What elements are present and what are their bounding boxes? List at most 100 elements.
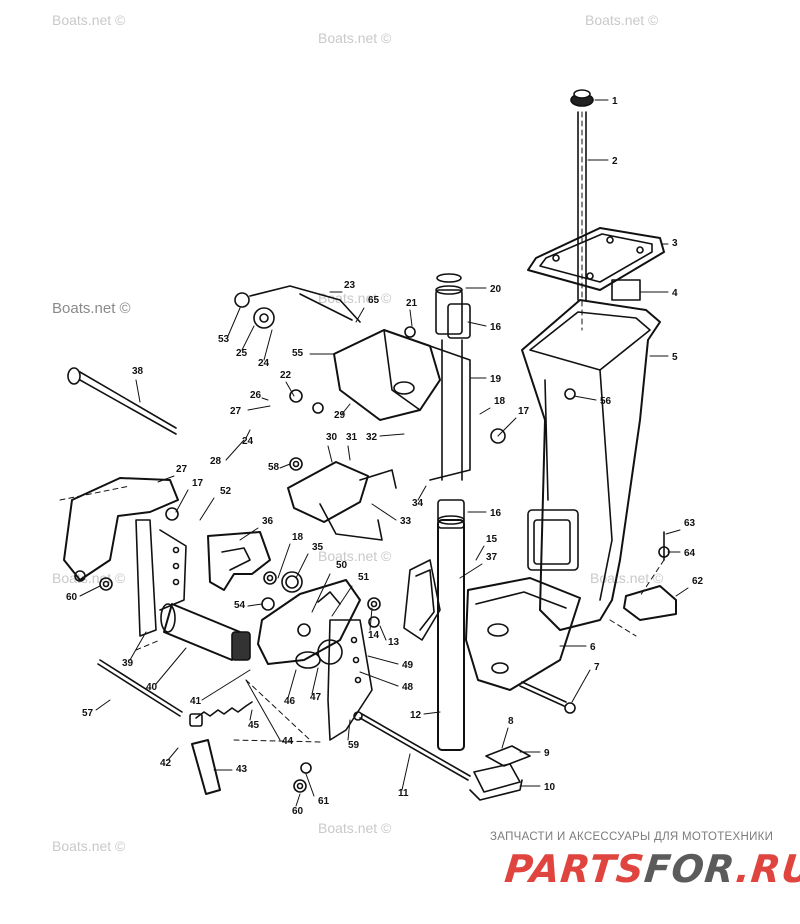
part-callout-c12: 12 — [410, 710, 422, 721]
leader-line-c24b — [245, 429, 251, 439]
tilt-lock-link — [234, 285, 361, 329]
part-callout-c17b: 17 — [192, 478, 204, 489]
part-callout-c5: 5 — [672, 352, 678, 363]
brand-logo-right: .RU — [733, 847, 800, 891]
part-callout-c65: 65 — [368, 295, 380, 306]
leader-line-c51 — [331, 585, 353, 617]
anode-bracket-part — [623, 531, 677, 621]
part-callout-c19: 19 — [490, 374, 502, 385]
leader-line-c14 — [369, 607, 373, 631]
part-callout-c34: 34 — [412, 498, 424, 509]
leader-line-c8 — [501, 727, 509, 749]
watermark: Boats.net © — [585, 12, 659, 28]
cam-plate-part — [207, 531, 271, 591]
part-callout-c63: 63 — [684, 518, 696, 529]
leader-line-c11 — [401, 753, 411, 791]
part-callout-c20: 20 — [490, 284, 502, 295]
part-callout-c40: 40 — [146, 682, 158, 693]
leader-line-c15 — [475, 545, 485, 561]
watermark: Boats.net © — [318, 30, 392, 46]
part-callout-c31: 31 — [346, 432, 358, 443]
leader-line-c30 — [327, 445, 333, 463]
part-callout-c32: 32 — [366, 432, 378, 443]
leader-line-c18b — [277, 543, 291, 579]
part-callout-c24a: 24 — [258, 358, 270, 369]
part-callout-c50: 50 — [336, 560, 348, 571]
part-callout-c30: 30 — [326, 432, 338, 443]
leader-line-c53 — [227, 307, 241, 337]
part-callout-c44: 44 — [282, 736, 294, 747]
part-callout-c1: 1 — [612, 96, 618, 107]
leader-line-c17a — [497, 417, 517, 437]
spring-part — [189, 701, 253, 727]
part-callout-c28: 28 — [210, 456, 222, 467]
part-callout-c55: 55 — [292, 348, 304, 359]
watermark: Boats.net © — [318, 548, 392, 564]
part-callout-c52: 52 — [220, 486, 232, 497]
part-callout-c46: 46 — [284, 696, 296, 707]
part-callout-c57: 57 — [82, 708, 94, 719]
leader-line-c17b — [175, 489, 189, 513]
part-callout-c14: 14 — [368, 630, 380, 641]
part-callout-c2: 2 — [612, 156, 618, 167]
leader-line-c60a — [79, 585, 101, 597]
part-callout-c37: 37 — [486, 552, 498, 563]
leader-line-c31 — [347, 445, 351, 461]
leader-line-c65 — [355, 307, 365, 323]
part-callout-c58: 58 — [268, 462, 280, 473]
leader-line-c39 — [129, 631, 147, 661]
leader-line-c13 — [379, 625, 387, 641]
part-callout-c54: 54 — [234, 600, 246, 611]
part-callout-c16a: 16 — [490, 322, 502, 333]
leader-line-c18a — [479, 407, 491, 415]
right-stern-bracket — [257, 579, 373, 741]
part-callout-c8: 8 — [508, 716, 514, 727]
swivel-bracket-part — [333, 329, 471, 481]
leader-line-c12 — [423, 711, 441, 715]
leader-line-c60b — [295, 793, 301, 807]
part-callout-c18b: 18 — [292, 532, 304, 543]
bolt-part — [519, 681, 576, 714]
part-callout-c42: 42 — [160, 758, 172, 769]
part-callout-c9: 9 — [544, 748, 550, 759]
long-stud-part — [577, 111, 587, 301]
leader-line-c38 — [135, 379, 141, 403]
brand-logo: PARTSFOR.RU — [503, 847, 800, 891]
part-callout-c3: 3 — [672, 238, 678, 249]
leader-line-c29 — [341, 403, 351, 415]
leader-line-c24a — [263, 329, 273, 361]
leader-line-c32 — [379, 433, 405, 437]
watermark: Boats.net © — [318, 290, 392, 306]
leader-line-c52 — [199, 497, 215, 521]
leader-line-c27b — [157, 475, 175, 483]
part-callout-c18a: 18 — [494, 396, 506, 407]
part-callout-c23: 23 — [344, 280, 356, 291]
part-callout-c60b: 60 — [292, 806, 304, 817]
leader-line-c16a — [467, 321, 487, 327]
leader-line-c46 — [287, 669, 297, 699]
part-callout-c51: 51 — [358, 572, 370, 583]
part-callout-c48: 48 — [402, 682, 414, 693]
leader-line-c28 — [225, 439, 245, 461]
leader-line-c42 — [167, 747, 179, 761]
part-callout-c21: 21 — [406, 298, 418, 309]
part-callout-c41: 41 — [190, 696, 202, 707]
part-callout-c13: 13 — [388, 637, 400, 648]
gasket-part — [527, 227, 665, 291]
steering-tube-part — [435, 273, 465, 751]
watermark: Boats.net © — [590, 570, 664, 586]
leader-line-c58 — [279, 463, 291, 469]
part-callout-c16b: 16 — [490, 508, 502, 519]
part-callout-c35: 35 — [312, 542, 324, 553]
leader-line-c57 — [95, 699, 111, 711]
part-callout-c6: 6 — [590, 642, 596, 653]
brand-logo-mid: FOR — [642, 847, 739, 891]
part-callout-c27a: 27 — [230, 406, 242, 417]
part-callout-c26: 26 — [250, 390, 262, 401]
leader-line-c25 — [241, 325, 255, 351]
part-callout-c56: 56 — [600, 396, 612, 407]
part-callout-c59: 59 — [348, 740, 360, 751]
leader-line-c35 — [295, 553, 309, 579]
watermark: Boats.net © — [318, 820, 392, 836]
